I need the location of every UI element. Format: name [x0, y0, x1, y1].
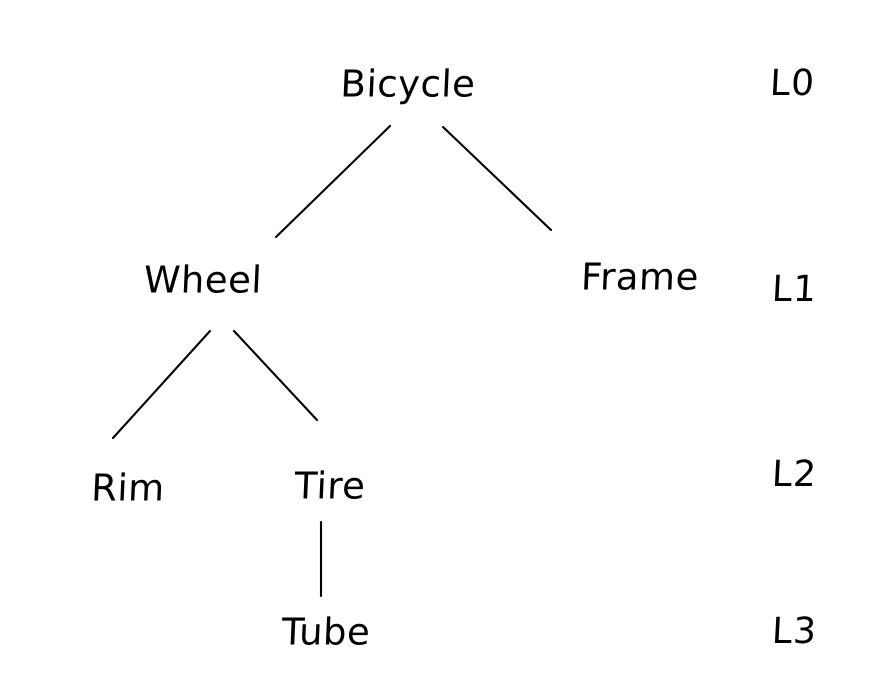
node-frame: Frame	[580, 255, 700, 299]
edge-bicycle-frame	[441, 125, 553, 232]
node-wheel: Wheel	[142, 258, 264, 302]
node-rim: Rim	[90, 466, 166, 510]
node-bicycle: Bicycle	[339, 62, 477, 106]
edge-bicycle-wheel	[274, 124, 392, 239]
node-tube: Tube	[280, 610, 372, 654]
level-label-l1: L1	[770, 269, 819, 310]
level-label-l0: L0	[768, 63, 817, 104]
node-tire: Tire	[293, 464, 367, 508]
level-label-l2: L2	[770, 454, 819, 495]
level-label-l3: L3	[770, 611, 819, 652]
edge-wheel-tire	[232, 329, 319, 422]
edge-wheel-rim	[111, 329, 212, 440]
